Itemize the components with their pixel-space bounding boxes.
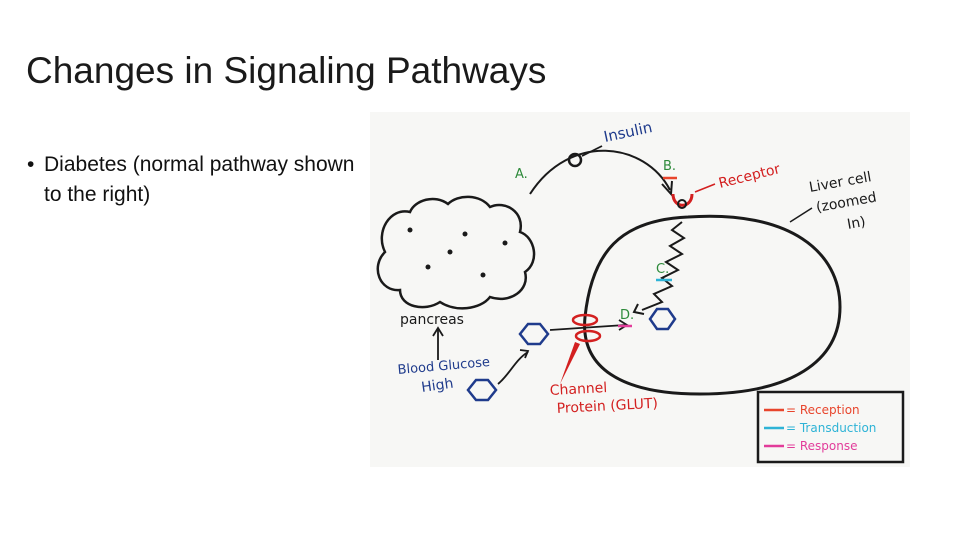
legend-item: = Transduction [764, 421, 876, 435]
label-insulin: Insulin [602, 118, 654, 146]
label-b: B. [663, 159, 676, 174]
pancreas-dot [425, 264, 431, 270]
label-receptor: Receptor [717, 161, 782, 192]
arrow-head [632, 303, 645, 315]
label-channel-protein: Protein (GLUT) [556, 396, 658, 417]
bullet-text: Diabetes (normal pathway shown to the ri… [44, 153, 355, 206]
insulin-molecule [567, 152, 583, 168]
liver-pointer [789, 207, 813, 223]
pancreas-dot [502, 240, 508, 246]
label-blood-glucose: Blood Glucose [397, 355, 491, 378]
signaling-pathway-diagram: A. B. C. D. Insulin Receptor Liver cell … [370, 112, 910, 467]
label-pancreas: pancreas [400, 312, 464, 328]
legend-box [756, 390, 905, 464]
legend-item: = Response [764, 439, 858, 453]
receptor-pointer [694, 183, 716, 193]
label-high: High [420, 376, 454, 396]
channel-protein [574, 329, 602, 343]
channel-pointer [560, 342, 580, 384]
label-c: C. [656, 262, 669, 277]
receptor-icon [671, 193, 694, 207]
bullet-item: • Diabetes (normal pathway shown to the … [27, 150, 367, 210]
label-a: A. [515, 167, 528, 182]
pancreas-cloud [376, 195, 536, 310]
arrow-head [432, 326, 444, 337]
diagram-svg: A. B. C. D. Insulin Receptor Liver cell … [376, 118, 905, 464]
legend-label: = Transduction [786, 421, 876, 435]
glucose-molecule [648, 307, 677, 331]
channel-protein [571, 313, 599, 327]
label-channel: Channel [549, 380, 607, 399]
pancreas-dot [447, 249, 453, 255]
arrow-head [661, 180, 673, 197]
pancreas-dot [480, 272, 486, 278]
label-d: D. [620, 308, 634, 323]
legend-label: = Response [786, 439, 858, 453]
glucose-molecule [518, 322, 550, 346]
slide-title: Changes in Signaling Pathways [26, 50, 547, 91]
liver-cell-membrane [583, 214, 842, 396]
glucose-molecule [466, 378, 498, 402]
pancreas-dot [462, 231, 468, 237]
glucose-entry-arrow [549, 324, 626, 331]
legend-item: = Reception [764, 403, 860, 417]
transduction-signal [641, 221, 686, 311]
insulin-path-arrow [529, 149, 671, 195]
signal-arrow [497, 351, 529, 385]
legend-label: = Reception [786, 403, 860, 417]
pancreas-dot [407, 227, 413, 233]
bound-insulin [677, 199, 687, 209]
arrow-head [519, 349, 530, 359]
bullet-dot: • [27, 153, 35, 176]
label-liver-in: In) [846, 214, 867, 233]
